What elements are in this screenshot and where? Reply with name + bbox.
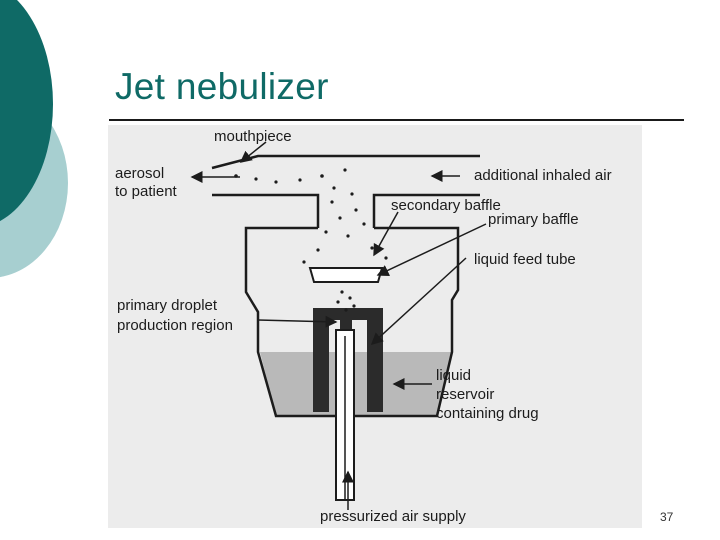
corner-decoration bbox=[0, 0, 80, 290]
liquid-feed-tube bbox=[313, 308, 383, 501]
aerosol-particles bbox=[234, 168, 388, 312]
label-reservoir: reservoir bbox=[436, 386, 494, 403]
label-mouthpiece: mouthpiece bbox=[214, 128, 292, 145]
page-number: 37 bbox=[660, 510, 674, 524]
label-primary-droplet: primary droplet bbox=[117, 297, 218, 314]
label-containing-drug: containing drug bbox=[436, 405, 539, 422]
liquid-reservoir bbox=[260, 352, 452, 416]
label-secondary-baffle: secondary baffle bbox=[391, 197, 501, 214]
annotation-arrows bbox=[190, 141, 487, 510]
label-additional-air: additional inhaled air bbox=[474, 167, 612, 184]
primary-baffle bbox=[308, 267, 384, 283]
label-aerosol: aerosol bbox=[115, 165, 164, 182]
label-production-region: production region bbox=[117, 317, 233, 334]
title-underline bbox=[109, 119, 684, 121]
label-liquid-feed-tube: liquid feed tube bbox=[474, 251, 576, 268]
label-to-patient: to patient bbox=[115, 183, 178, 200]
label-air-supply: pressurized air supply bbox=[320, 508, 466, 525]
label-primary-baffle: primary baffle bbox=[488, 211, 579, 228]
nebulizer-housing bbox=[211, 154, 480, 418]
slide-title: Jet nebulizer bbox=[115, 66, 329, 107]
label-liquid: liquid bbox=[436, 367, 471, 384]
